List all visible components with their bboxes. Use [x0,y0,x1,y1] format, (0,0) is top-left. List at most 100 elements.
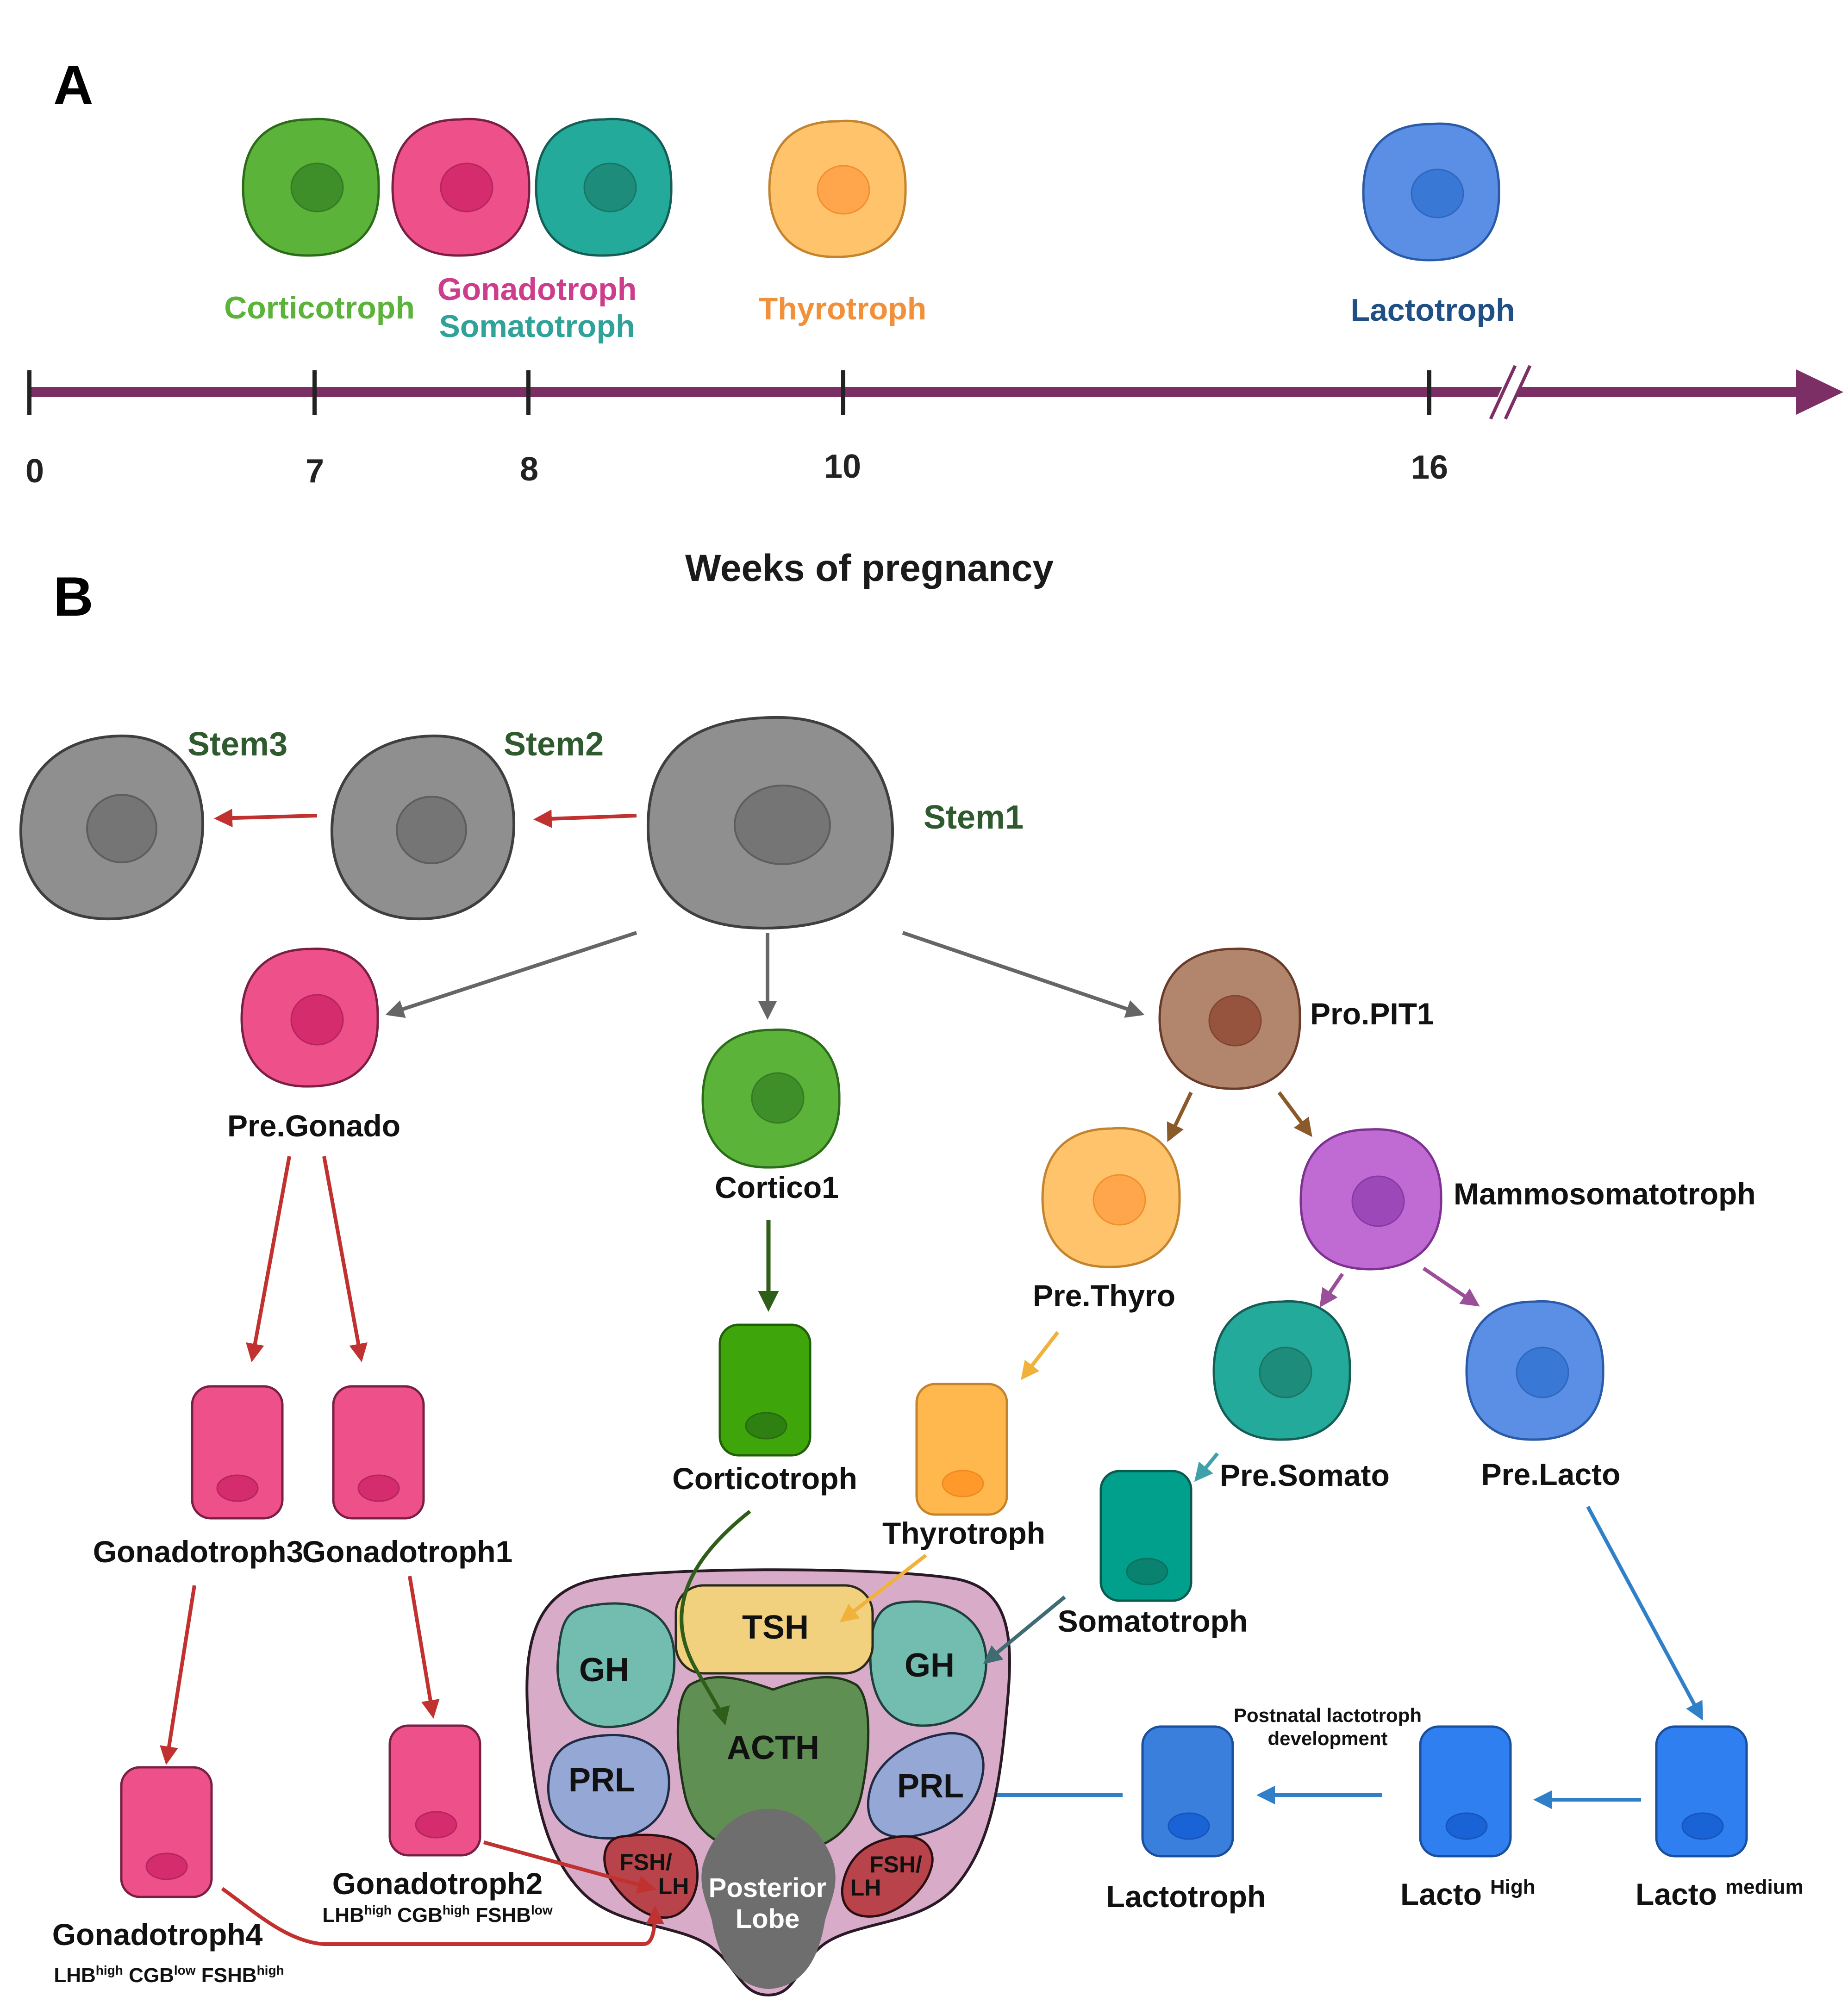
thyrotroph-cell [915,1383,1008,1516]
pro-pit1-label: Pro.PIT1 [1310,997,1434,1031]
gonadotroph2-cell [388,1724,481,1857]
stem2-label: Stem2 [504,726,604,763]
arrow-somatotroph-to-gh [983,1595,1066,1665]
fsh-lh-right-label-2: LH [850,1875,881,1901]
tick-label-16: 16 [1411,449,1448,486]
fsh-lh-right-label-1: FSH/ [869,1852,922,1877]
tsh-label: TSH [742,1609,809,1646]
pre-thyro-label: Pre.Thyro [1033,1279,1175,1313]
arrow-prelacto-to-lacto-medium [1586,1506,1703,1721]
somatotroph-cell [1099,1470,1192,1602]
arrow-mammo-to-presomato [1319,1272,1344,1308]
arrow-stem1-to-propit1 [902,931,1145,1018]
panel-a-label: A [53,54,94,116]
pre-somato-cell [1212,1300,1351,1441]
pre-somato-label: Pre.Somato [1220,1458,1390,1492]
lacto-high-cell [1419,1725,1512,1858]
lactotroph-cell [1141,1725,1234,1858]
prl-left-region [547,1734,670,1840]
timeline-cell-corticotroph [242,118,380,257]
gonadotroph-timeline-label: Gonadotroph [437,272,637,307]
gonadotroph1-label: Gonadotroph1 [302,1534,513,1569]
gonadotroph2-label: Gonadotroph2 [332,1866,543,1901]
arrow-pregonado-to-gonadotroph3 [246,1156,291,1362]
arrow-prethyro-to-thyrotroph [1021,1331,1060,1380]
posterior-lobe-region [701,1809,836,1990]
timeline-cell-somatotroph [535,118,673,257]
pre-lacto-cell [1465,1300,1605,1441]
corticotroph-label: Corticotroph [672,1461,857,1496]
arrow-pregonado-to-gonadotroph1 [322,1156,368,1362]
arrow-gonadotroph4-to-fshlh [221,1887,664,1946]
prl-left-label: PRL [568,1762,635,1799]
tick-label-10: 10 [824,448,861,485]
thyrotroph-label: Thyrotroph [882,1516,1045,1550]
arrow-propit1-to-mammo [1277,1091,1312,1137]
timeline-axis [29,362,1843,423]
gh-left-region [556,1602,676,1728]
arrow-presomato-to-somatotroph [1194,1452,1219,1482]
tick-label-0: 0 [25,453,44,490]
arrow-mammo-to-prelacto [1422,1266,1480,1307]
gonadotroph3-label: Gonadotroph3 [93,1534,304,1569]
tick-label-7: 7 [306,453,324,490]
gh-left-label: GH [579,1652,629,1689]
arrow-gonadotroph3-to-gonadotroph4 [160,1585,196,1765]
fsh-lh-left-label-1: FSH/ [619,1849,672,1875]
cortico1-cell [701,1028,841,1169]
mammosomatotroph-label: Mammosomatotroph [1454,1177,1756,1211]
timeline-cell-thyrotroph [768,119,907,258]
gonadotroph4-label: Gonadotroph4 [52,1917,263,1952]
lacto-medium-cell [1655,1725,1748,1858]
pre-gonado-cell [240,948,379,1088]
gonadotroph3-cell [191,1385,284,1520]
somatotroph-label: Somatotroph [1058,1604,1248,1638]
gonadotroph4-markers: LHBhigh CGBlow FSHBhigh [54,1963,284,1987]
timeline-cell-lactotroph [1362,122,1500,262]
pre-gonado-label: Pre.Gonado [227,1109,400,1143]
acth-label: ACTH [727,1729,819,1766]
mammosomatotroph-cell [1299,1128,1442,1271]
prl-right-label: PRL [897,1768,964,1805]
timeline-axis-title: Weeks of pregnancy [685,547,1054,589]
tsh-region [674,1584,874,1675]
pro-pit1-cell [1158,948,1301,1090]
arrow-thyrotroph-to-tsh [839,1553,927,1622]
panel-b-label: B [53,566,94,628]
posterior-lobe-label-2: Lobe [736,1904,800,1934]
thyrotroph-timeline-label: Thyrotroph [759,291,927,326]
pre-thyro-cell [1041,1127,1181,1268]
arrow-corticotroph-to-acth [680,1509,751,1726]
fsh-lh-left-label-2: LH [658,1873,689,1899]
timeline-ticks [27,370,1431,415]
gonadotroph4-cell [120,1766,213,1898]
arrow-stem2-to-stem3 [214,809,318,828]
corticotroph-cell [718,1323,812,1457]
lactotroph-label: Lactotroph [1106,1879,1266,1914]
arrow-stem1-to-stem2 [533,809,637,828]
postnatal-note-line1: Postnatal lactotroph [1234,1704,1422,1726]
postnatal-note-line2: development [1267,1728,1387,1749]
arrow-propit1-to-prethyro [1167,1091,1193,1142]
arrow-gonadotroph2-to-fshlh [483,1840,656,1894]
stem1-label: Stem1 [924,799,1024,836]
timeline-cell-gonadotroph [391,118,531,257]
fsh-lh-right-region [841,1835,934,1918]
pre-lacto-label: Pre.Lacto [1481,1457,1621,1491]
gonadotroph2-markers: LHBhigh CGBhigh FSHBlow [322,1903,553,1927]
corticotroph-timeline-label: Corticotroph [224,290,415,325]
gh-right-label: GH [905,1647,955,1684]
cortico1-label: Cortico1 [715,1170,839,1204]
somatotroph-timeline-label: Somatotroph [439,309,635,344]
stem1-cell [646,716,894,930]
stem3-label: Stem3 [187,726,287,763]
posterior-lobe-label-1: Posterior [709,1873,827,1903]
tick-label-8: 8 [520,451,538,488]
lactotroph-timeline-label: Lactotroph [1350,293,1515,328]
stem3-cell [19,734,205,921]
gonadotroph1-cell [332,1385,425,1520]
